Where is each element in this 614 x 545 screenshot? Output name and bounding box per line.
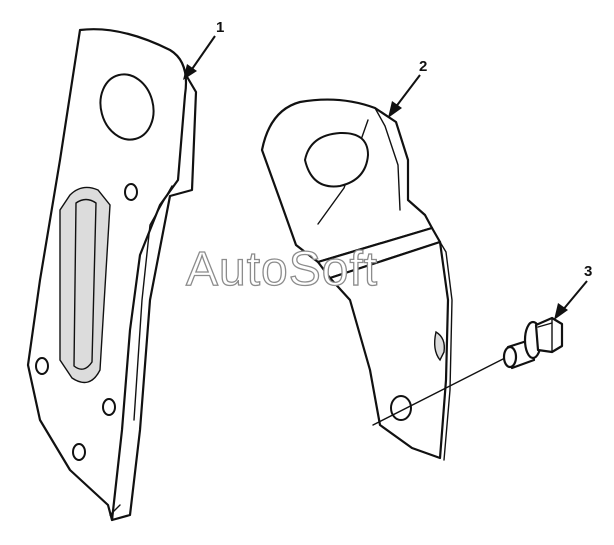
callout-label-3: 3 — [584, 263, 592, 280]
callout-1: 1 — [183, 19, 224, 80]
callout-3: 3 — [554, 263, 592, 320]
small-hole — [35, 357, 49, 375]
part-3-flange-bolt — [502, 316, 564, 370]
upper-hole — [303, 131, 370, 188]
callout-label-1: 1 — [216, 19, 224, 36]
slot — [59, 186, 111, 384]
small-hole — [72, 443, 86, 461]
callout-2: 2 — [388, 58, 427, 118]
part-2-bent-bracket — [260, 98, 506, 461]
part-1-mounting-plate — [26, 28, 198, 522]
small-hole — [124, 183, 138, 201]
watermark-text: AutoSoft — [186, 243, 378, 296]
callout-label-2: 2 — [419, 58, 427, 75]
small-hole — [102, 398, 116, 416]
top-hole — [99, 73, 155, 141]
